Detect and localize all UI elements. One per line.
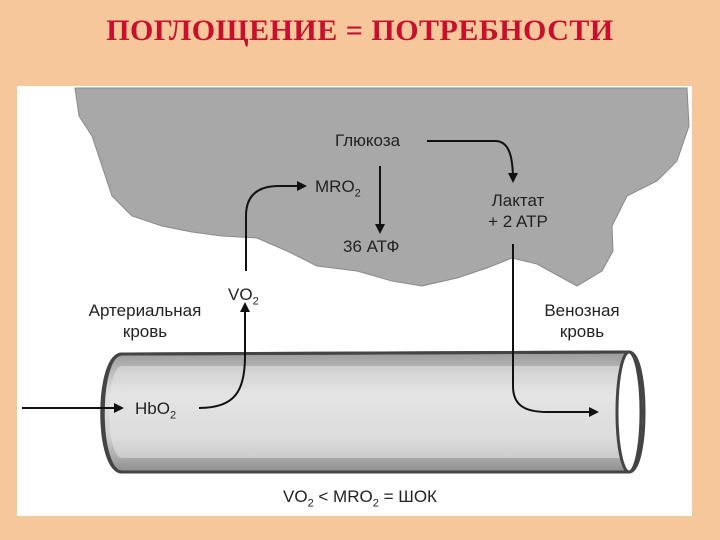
arrow-vo2-mro2: [245, 181, 307, 271]
label-arterial-blood: Артериальная кровь: [88, 301, 202, 341]
blood-vessel: [100, 350, 646, 474]
tissue-cell: [74, 87, 690, 287]
label-hbo2: HbO2: [135, 399, 177, 422]
label-mro2: MRO2: [315, 177, 361, 200]
label-lactate: Лактат + 2 ATP: [488, 191, 548, 231]
label-glucose: Глюкоза: [335, 131, 401, 150]
label-36-atp: 36 АТФ: [343, 237, 400, 256]
arrow-glucose-lactate: [427, 140, 518, 183]
arrow-hbo2-vo2: [198, 302, 250, 409]
formula-shock: VO2 < MRO2 = ШОК: [283, 487, 437, 510]
diagram-panel: ΛΝΗΞΚΑΤ ΞΝ Глюкоза MRO2 36 АТФ Лактат + …: [17, 86, 692, 516]
slide-title: ПОГЛОЩЕНИЕ = ПОТРЕБНОСТИ: [106, 14, 614, 47]
label-venous-blood: Венозная кровь: [544, 301, 620, 341]
diagram-graphics: ΛΝΗΞΚΑΤ ΞΝ: [22, 87, 690, 474]
arrow-lactate-venous: [512, 244, 599, 417]
label-vo2: VO2: [228, 285, 259, 308]
